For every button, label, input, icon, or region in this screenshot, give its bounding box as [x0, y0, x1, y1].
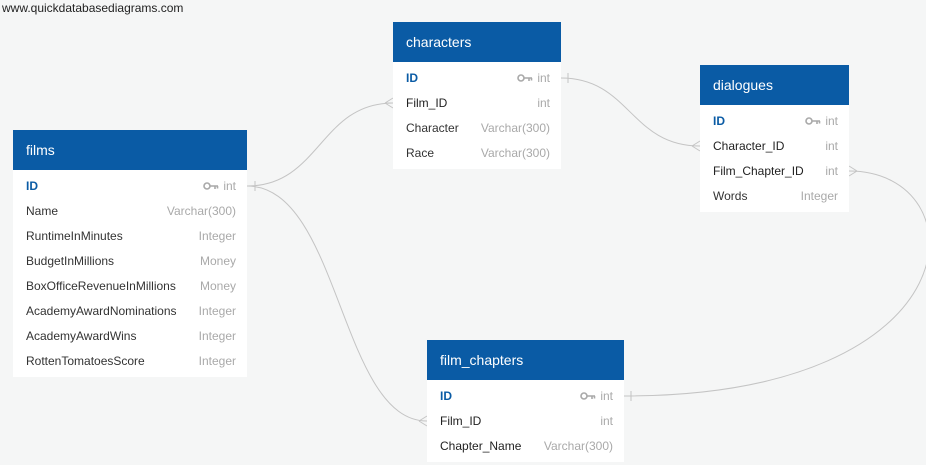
watermark-url[interactable]: www.quickdatabasediagrams.com [2, 1, 184, 15]
field-type: int [517, 71, 550, 85]
field-type: Integer [800, 188, 838, 203]
field-type: Integer [198, 328, 236, 343]
field-row[interactable]: Character_ID int [700, 133, 849, 158]
field-name: ID [713, 113, 725, 128]
field-type: Integer [198, 228, 236, 243]
field-row[interactable]: AcademyAwardNominations Integer [13, 298, 247, 323]
field-type: Varchar(300) [166, 203, 236, 218]
field-name: ID [440, 388, 452, 403]
field-name: BoxOfficeRevenueInMillions [26, 278, 176, 293]
table-title[interactable]: dialogues [700, 65, 849, 105]
table-films[interactable]: films ID int Name Varchar(300) RuntimeIn… [13, 130, 247, 377]
field-type: int [825, 138, 838, 153]
field-row[interactable]: Film_ID int [427, 408, 624, 433]
field-row[interactable]: ID int [393, 65, 561, 90]
field-name: Film_ID [406, 95, 448, 110]
field-name: AcademyAwardNominations [26, 303, 177, 318]
table-title[interactable]: film_chapters [427, 340, 624, 380]
field-type: Money [199, 253, 236, 268]
field-type: int [600, 413, 613, 428]
key-icon [203, 181, 219, 190]
field-row[interactable]: Name Varchar(300) [13, 198, 247, 223]
field-row[interactable]: Words Integer [700, 183, 849, 208]
field-name: ID [26, 178, 38, 193]
field-name: Race [406, 145, 435, 160]
table-characters[interactable]: characters ID int Film_ID int Character … [393, 22, 561, 169]
field-row[interactable]: RottenTomatoesScore Integer [13, 348, 247, 373]
field-row[interactable]: Race Varchar(300) [393, 140, 561, 165]
key-icon [580, 391, 596, 400]
field-type: int [825, 163, 838, 178]
field-name: ID [406, 70, 418, 85]
field-row[interactable]: ID int [13, 173, 247, 198]
field-type: Money [199, 278, 236, 293]
field-name: RottenTomatoesScore [26, 353, 145, 368]
field-row[interactable]: Film_ID int [393, 90, 561, 115]
field-type: Integer [198, 303, 236, 318]
key-icon [517, 73, 533, 82]
field-name: Words [713, 188, 748, 203]
table-film-chapters[interactable]: film_chapters ID int Film_ID int Chapter… [427, 340, 624, 462]
table-title[interactable]: characters [393, 22, 561, 62]
link-chapters-dialogues [623, 170, 926, 397]
field-type: int [805, 114, 838, 128]
field-row[interactable]: Film_Chapter_ID int [700, 158, 849, 183]
field-type-label: int [223, 178, 236, 193]
field-name: Name [26, 203, 59, 218]
field-type-label: int [825, 113, 838, 128]
table-title[interactable]: films [13, 130, 247, 170]
table-dialogues[interactable]: dialogues ID int Character_ID int Film_C… [700, 65, 849, 212]
field-name: Character [406, 120, 459, 135]
field-type: int [580, 389, 613, 403]
field-type: Integer [198, 353, 236, 368]
link-characters-dialogues [560, 77, 701, 147]
link-films-chapters [246, 185, 428, 422]
field-type: int [203, 179, 236, 193]
field-type: Varchar(300) [480, 145, 550, 160]
field-name: Film_ID [440, 413, 482, 428]
field-row[interactable]: ID int [700, 108, 849, 133]
field-row[interactable]: ID int [427, 383, 624, 408]
key-icon [805, 116, 821, 125]
field-row[interactable]: RuntimeInMinutes Integer [13, 223, 247, 248]
field-name: Film_Chapter_ID [713, 163, 804, 178]
field-name: BudgetInMillions [26, 253, 115, 268]
field-row[interactable]: AcademyAwardWins Integer [13, 323, 247, 348]
field-row[interactable]: BoxOfficeRevenueInMillions Money [13, 273, 247, 298]
field-name: RuntimeInMinutes [26, 228, 123, 243]
field-name: Character_ID [713, 138, 785, 153]
field-row[interactable]: BudgetInMillions Money [13, 248, 247, 273]
field-type-label: int [537, 70, 550, 85]
field-name: AcademyAwardWins [26, 328, 137, 343]
field-row[interactable]: Chapter_Name Varchar(300) [427, 433, 624, 458]
field-type: int [537, 95, 550, 110]
field-type-label: int [600, 388, 613, 403]
field-row[interactable]: Character Varchar(300) [393, 115, 561, 140]
field-name: Chapter_Name [440, 438, 522, 453]
field-type: Varchar(300) [480, 120, 550, 135]
field-type: Varchar(300) [543, 438, 613, 453]
link-films-characters [246, 102, 394, 187]
